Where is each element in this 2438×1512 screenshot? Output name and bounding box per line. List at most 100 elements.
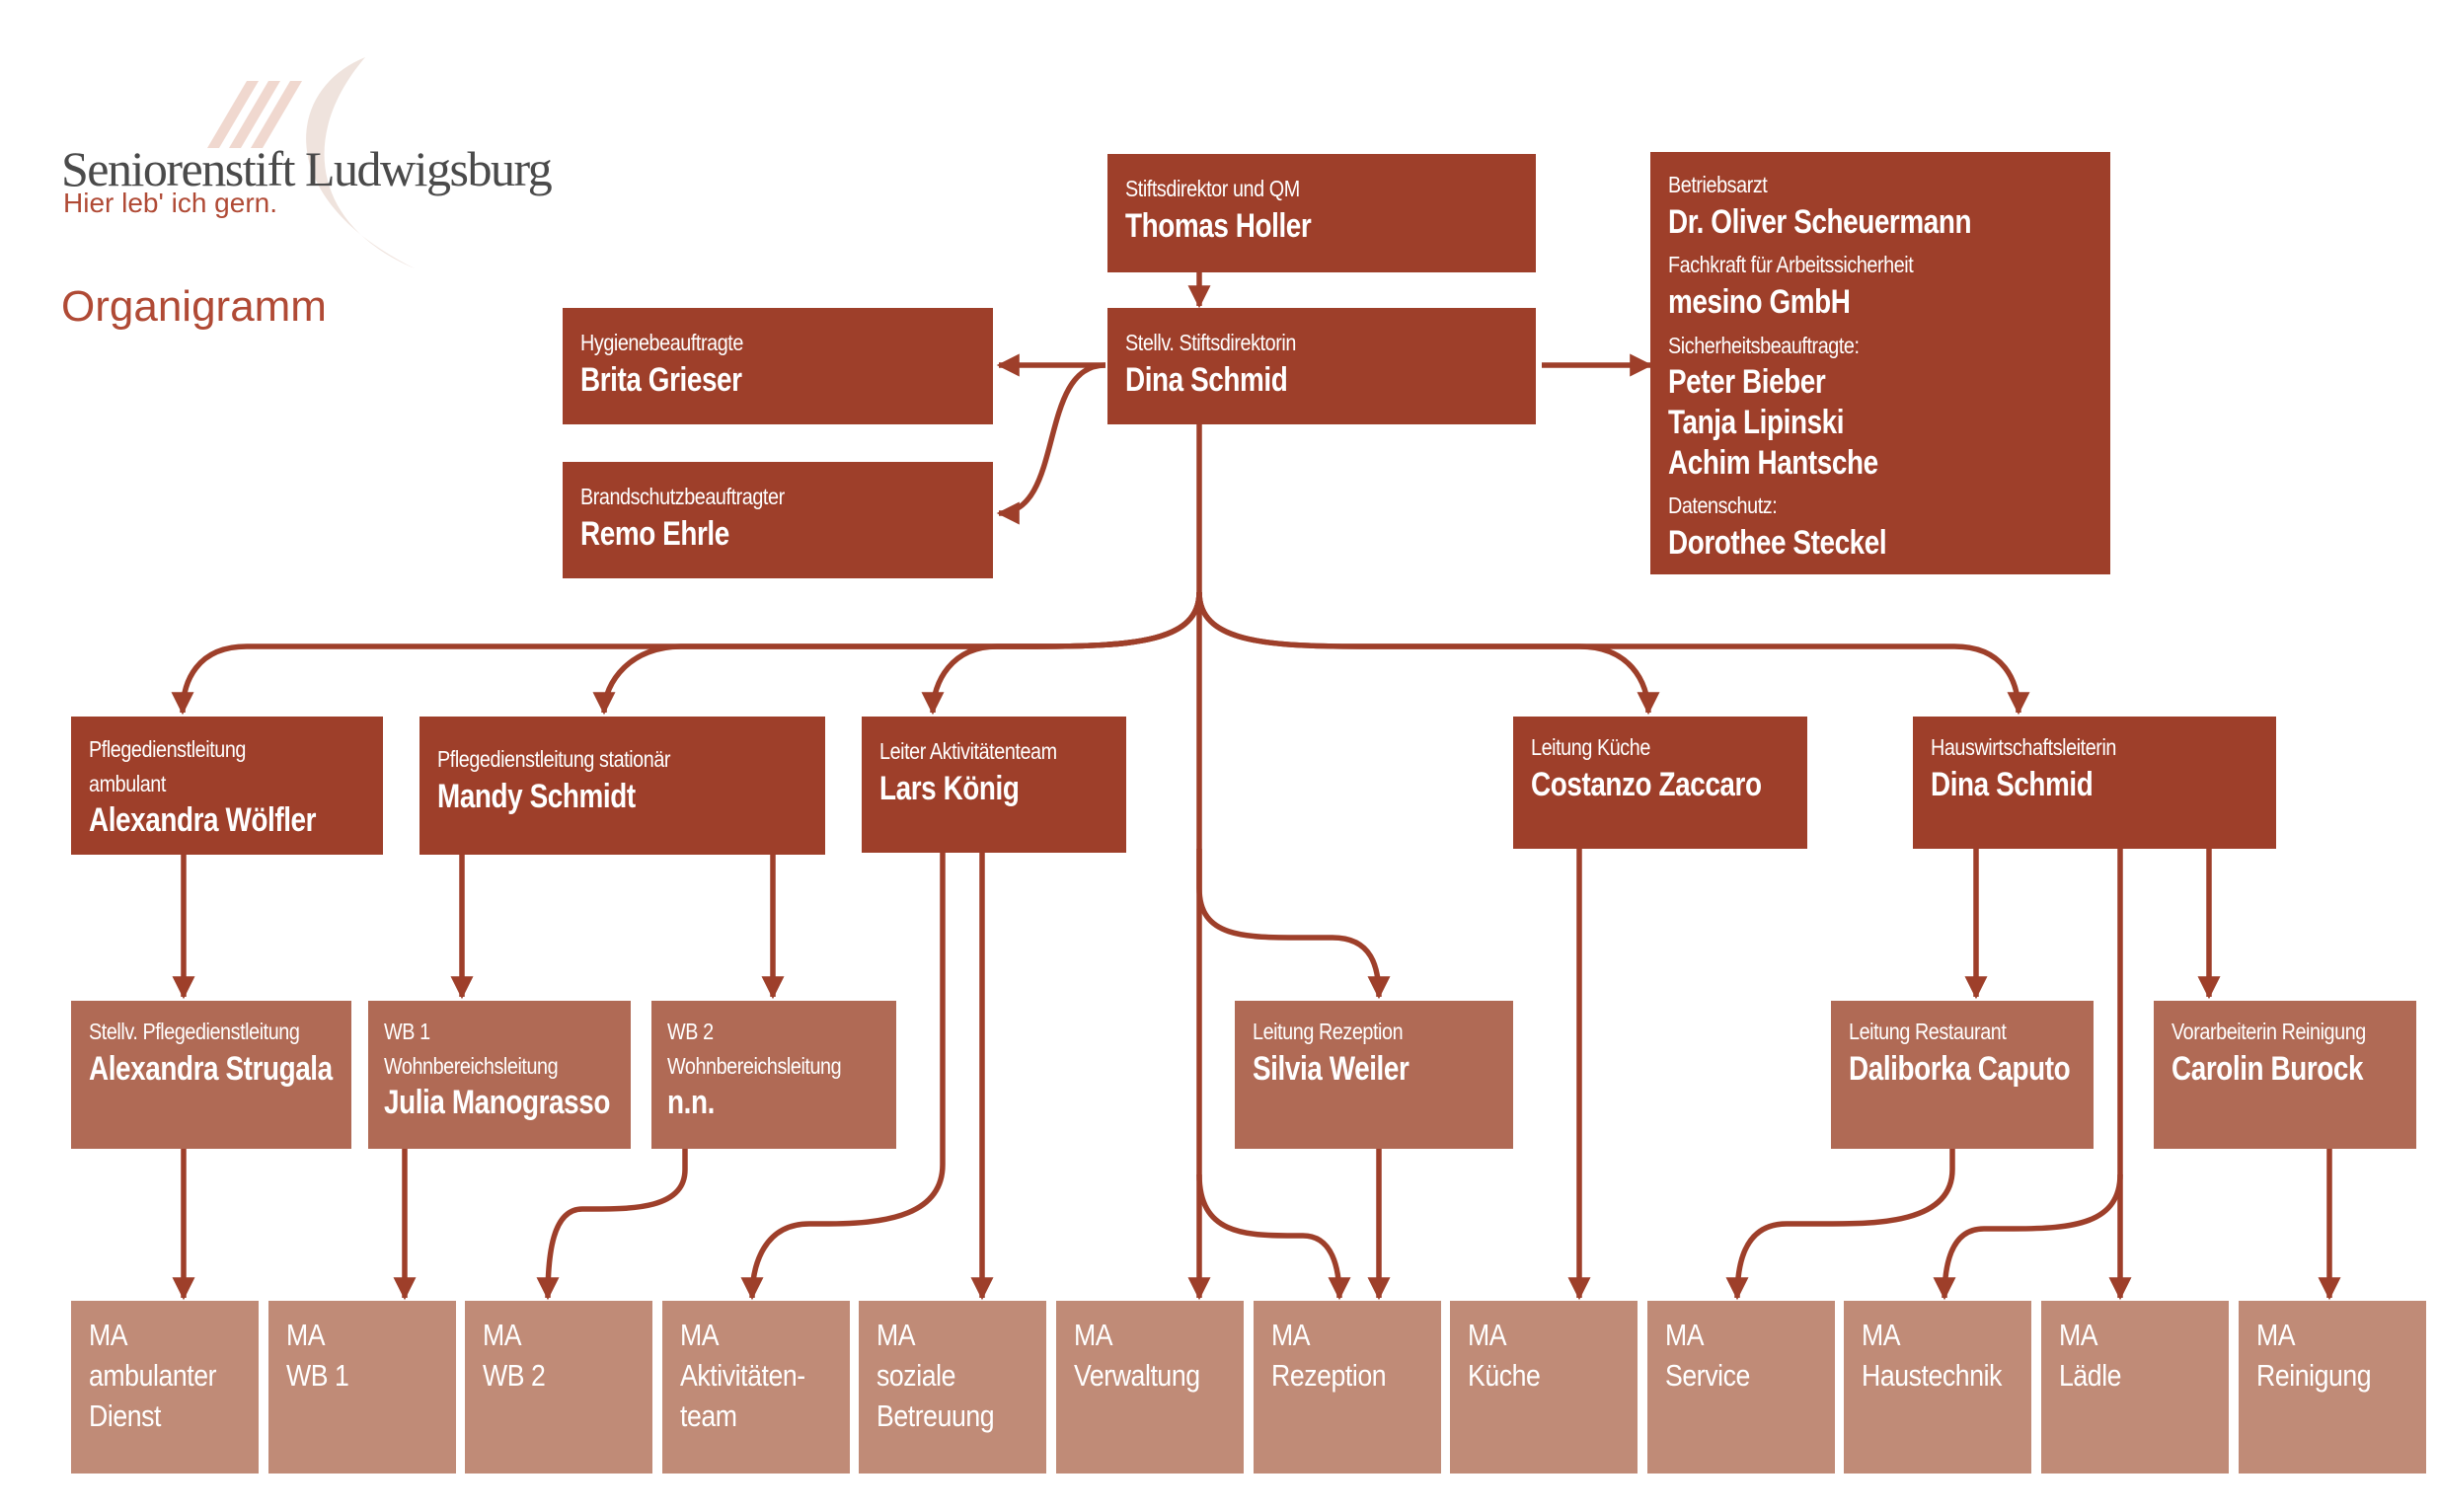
staff-line: MA bbox=[876, 1318, 916, 1352]
staff-line: Küche bbox=[1468, 1358, 1541, 1394]
officer-name: Tanja Lipinski bbox=[1668, 403, 1845, 441]
staff-line: Reinigung bbox=[2256, 1358, 2372, 1394]
edge-to-ma-rezeption-main bbox=[1196, 1173, 1351, 1301]
node-housekeeping: Hauswirtschaftsleiterin Dina Schmid bbox=[1913, 717, 2276, 849]
staff-line: Dienst bbox=[89, 1399, 161, 1434]
officer-name: Achim Hantsche bbox=[1668, 443, 1878, 482]
node-name: Thomas Holler bbox=[1125, 206, 1312, 245]
staff-line: MA bbox=[286, 1318, 326, 1352]
node-role: Pflegedienstleitung bbox=[89, 736, 246, 762]
doctor-name: Dr. Oliver Scheuermann bbox=[1668, 202, 1972, 241]
staff-line: soziale bbox=[876, 1358, 955, 1394]
staff-line: MA bbox=[483, 1318, 522, 1352]
staff-line: MA bbox=[2059, 1318, 2098, 1352]
node-role: ambulant bbox=[89, 770, 166, 796]
node-name: Brita Grieser bbox=[580, 360, 742, 399]
brand-tagline: Hier leb' ich gern. bbox=[63, 188, 277, 218]
privacy-role: Datenschutz: bbox=[1668, 492, 1778, 519]
brand-name: Seniorenstift Ludwigsburg bbox=[61, 141, 553, 196]
staff-line: MA bbox=[1862, 1318, 1901, 1352]
staff-line: Lädle bbox=[2059, 1358, 2122, 1394]
staff-line: MA bbox=[680, 1318, 720, 1352]
privacy-name: Dorothee Steckel bbox=[1668, 523, 1887, 562]
staff-box: MA Aktivitäten-team bbox=[662, 1301, 850, 1474]
node-role: WB 1 bbox=[384, 1019, 430, 1044]
node-wb1: WB 1 Wohnbereichsleitung Julia Manograss… bbox=[368, 1001, 631, 1149]
node-role: WB 2 bbox=[667, 1019, 714, 1044]
staff-line: MA bbox=[1468, 1318, 1507, 1352]
node-name: Alexandra Wölfler bbox=[89, 801, 317, 839]
node-name: Alexandra Strugala bbox=[89, 1049, 333, 1088]
staff-line: Verwaltung bbox=[1074, 1358, 1200, 1394]
staff-line: team bbox=[680, 1399, 737, 1434]
edge-to-kitchen bbox=[1196, 591, 1660, 716]
node-name: Lars König bbox=[879, 769, 1020, 807]
node-fire-safety: Brandschutzbeauftragter Remo Ehrle bbox=[563, 462, 993, 578]
staff-line: Service bbox=[1665, 1358, 1750, 1394]
node-deputy: Stellv. Stiftsdirektorin Dina Schmid bbox=[1107, 308, 1536, 424]
node-hygiene: Hygienebeauftragte Brita Grieser bbox=[563, 308, 993, 424]
node-role: Hauswirtschaftsleiterin bbox=[1931, 734, 2116, 760]
node-role: Stellv. Stiftsdirektorin bbox=[1125, 330, 1296, 355]
node-role: Leitung Küche bbox=[1531, 734, 1650, 760]
node-role: Stiftsdirektor und QM bbox=[1125, 176, 1300, 201]
node-role: Wohnbereichsleitung bbox=[384, 1052, 559, 1079]
node-restaurant: Leitung Restaurant Daliborka Caputo bbox=[1831, 1001, 2094, 1149]
staff-line: MA bbox=[89, 1318, 128, 1352]
node-name: Costanzo Zaccaro bbox=[1531, 765, 1762, 803]
node-role: Pflegedienstleitung stationär bbox=[437, 746, 671, 772]
node-role: Vorarbeiterin Reinigung bbox=[2171, 1019, 2366, 1044]
staff-line: Betreuung bbox=[876, 1399, 995, 1434]
edge-hk-to-ma-haustechnik bbox=[1933, 1173, 2123, 1301]
edge-to-housekeeping bbox=[1196, 591, 2030, 716]
staff-line: MA bbox=[1271, 1318, 1311, 1352]
node-safety-group: Betriebsarzt Dr. Oliver Scheuermann Fach… bbox=[1650, 152, 2110, 574]
staff-line: ambulanter bbox=[89, 1358, 217, 1394]
node-role: Leitung Restaurant bbox=[1849, 1019, 2007, 1044]
staff-line: WB 1 bbox=[286, 1358, 349, 1394]
specialist-name: mesino GmbH bbox=[1668, 282, 1851, 321]
edge-deputy-fire bbox=[996, 362, 1106, 525]
node-reception: Leitung Rezeption Silvia Weiler bbox=[1235, 1001, 1513, 1149]
staff-line: MA bbox=[1665, 1318, 1705, 1352]
node-name: Dina Schmid bbox=[1125, 360, 1288, 399]
node-role: Leiter Aktivitätenteam bbox=[879, 738, 1057, 764]
node-name: Dina Schmid bbox=[1931, 765, 2094, 803]
edge-activity-to-ma-team bbox=[740, 849, 946, 1301]
node-name: Julia Manograsso bbox=[384, 1084, 610, 1121]
specialist-role: Fachkraft für Arbeitssicherheit bbox=[1668, 252, 1914, 278]
node-role: Brandschutzbeauftragter bbox=[580, 484, 785, 509]
edge-to-reception bbox=[1196, 849, 1391, 1000]
edge-wb2-to-ma bbox=[536, 1149, 688, 1301]
logo-swoosh-icon bbox=[207, 57, 415, 268]
node-role: Hygienebeauftragte bbox=[580, 330, 743, 355]
node-cleaning: Vorarbeiterin Reinigung Carolin Burock bbox=[2154, 1001, 2416, 1149]
page-title: Organigramm bbox=[61, 282, 327, 331]
node-role: Wohnbereichsleitung bbox=[667, 1052, 842, 1079]
node-kitchen: Leitung Küche Costanzo Zaccaro bbox=[1513, 717, 1807, 849]
edge-restaurant-to-ma-service bbox=[1725, 1149, 1955, 1301]
node-activity: Leiter Aktivitätenteam Lars König bbox=[862, 717, 1126, 853]
officer-name: Peter Bieber bbox=[1668, 363, 1826, 402]
node-name: Remo Ehrle bbox=[580, 514, 729, 553]
staff-box: MA Lädle bbox=[2041, 1301, 2229, 1474]
node-director: Stiftsdirektor und QM Thomas Holler bbox=[1107, 154, 1536, 272]
edge-to-care-stationary bbox=[592, 591, 1202, 716]
node-name: n.n. bbox=[667, 1084, 715, 1121]
node-care-ambulant: Pflegedienstleitung ambulant Alexandra W… bbox=[71, 717, 383, 855]
node-role: Leitung Rezeption bbox=[1253, 1019, 1404, 1044]
staff-box: MA Verwaltung bbox=[1056, 1301, 1244, 1474]
staff-line: MA bbox=[1074, 1318, 1113, 1352]
node-name: Silvia Weiler bbox=[1253, 1049, 1409, 1088]
staff-line: Aktivitäten- bbox=[680, 1358, 805, 1394]
node-deputy-care: Stellv. Pflegedienstleitung Alexandra St… bbox=[71, 1001, 351, 1149]
staff-box: MA Service bbox=[1647, 1301, 1835, 1474]
node-role: Stellv. Pflegedienstleitung bbox=[89, 1019, 300, 1044]
node-name: Mandy Schmidt bbox=[437, 777, 636, 815]
